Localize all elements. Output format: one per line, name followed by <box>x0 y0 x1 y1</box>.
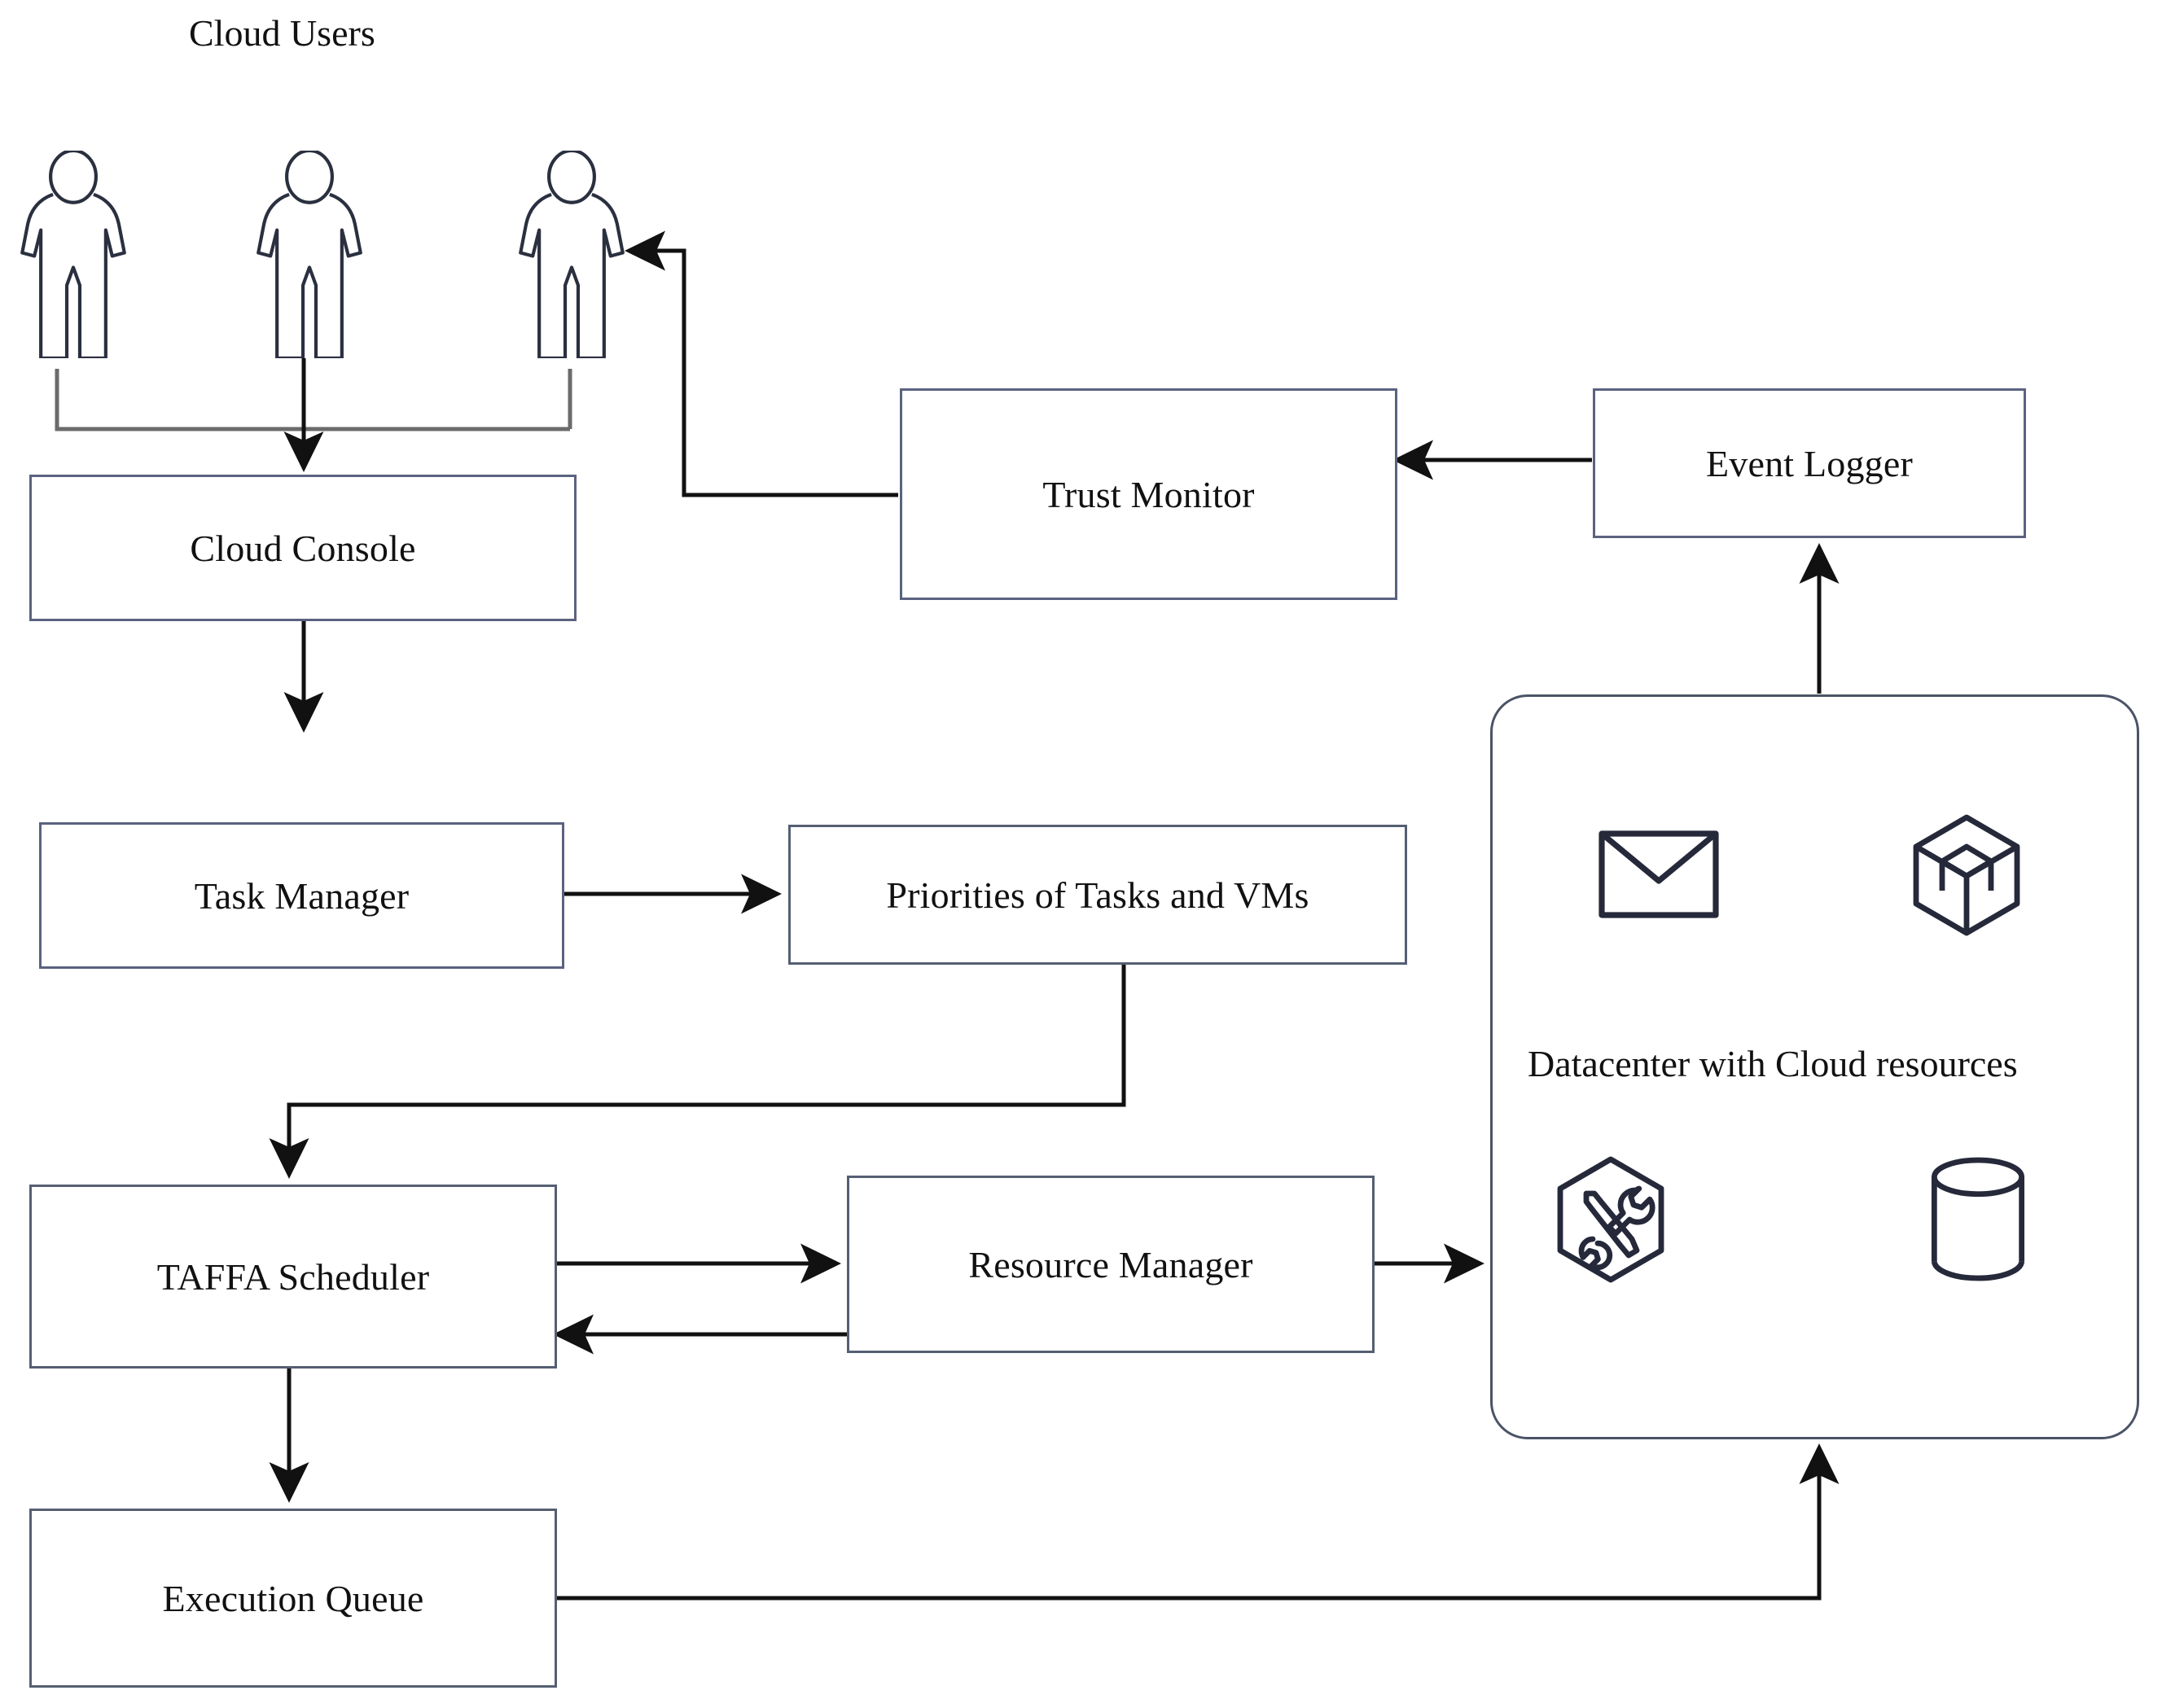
node-task-manager-label: Task Manager <box>194 874 410 917</box>
node-trust-monitor-label: Trust Monitor <box>1042 473 1255 515</box>
node-event-logger[interactable]: Event Logger <box>1593 388 2026 538</box>
node-taffa-scheduler-label: TAFFA Scheduler <box>156 1255 430 1298</box>
edge-priorities-to-taffa-scheduler <box>269 965 1126 1179</box>
node-taffa-scheduler[interactable]: TAFFA Scheduler <box>29 1185 557 1369</box>
database-cylinder-icon <box>1931 1157 2025 1281</box>
cloud-users-label: Cloud Users <box>189 12 375 54</box>
node-priorities-label: Priorities of Tasks and VMs <box>886 874 1309 916</box>
node-task-manager[interactable]: Task Manager <box>39 822 564 969</box>
node-trust-monitor[interactable]: Trust Monitor <box>900 388 1397 600</box>
edge-execution-queue-to-datacenter <box>292 1443 1840 1601</box>
cube-box-icon <box>1913 814 2020 936</box>
node-priorities-of-tasks-and-vms[interactable]: Priorities of Tasks and VMs <box>788 825 1407 965</box>
person-figure-icon <box>519 151 625 358</box>
node-execution-queue-label: Execution Queue <box>162 1577 424 1619</box>
hexagon-tools-icon <box>1557 1156 1664 1283</box>
node-resource-manager-label: Resource Manager <box>968 1243 1253 1285</box>
node-cloud-console[interactable]: Cloud Console <box>29 475 577 621</box>
edge-trust-monitor-to-cloud-users <box>625 230 898 497</box>
datacenter-region[interactable] <box>1490 694 2139 1439</box>
datacenter-label: Datacenter with Cloud resources <box>1528 1043 2018 1084</box>
node-event-logger-label: Event Logger <box>1705 442 1914 484</box>
node-execution-queue[interactable]: Execution Queue <box>29 1509 557 1688</box>
node-cloud-console-label: Cloud Console <box>190 527 416 569</box>
node-resource-manager[interactable]: Resource Manager <box>847 1176 1375 1353</box>
edge-user1-bus <box>55 369 570 431</box>
person-figure-icon <box>257 151 362 358</box>
person-figure-icon <box>20 151 126 358</box>
envelope-icon <box>1598 830 1719 918</box>
